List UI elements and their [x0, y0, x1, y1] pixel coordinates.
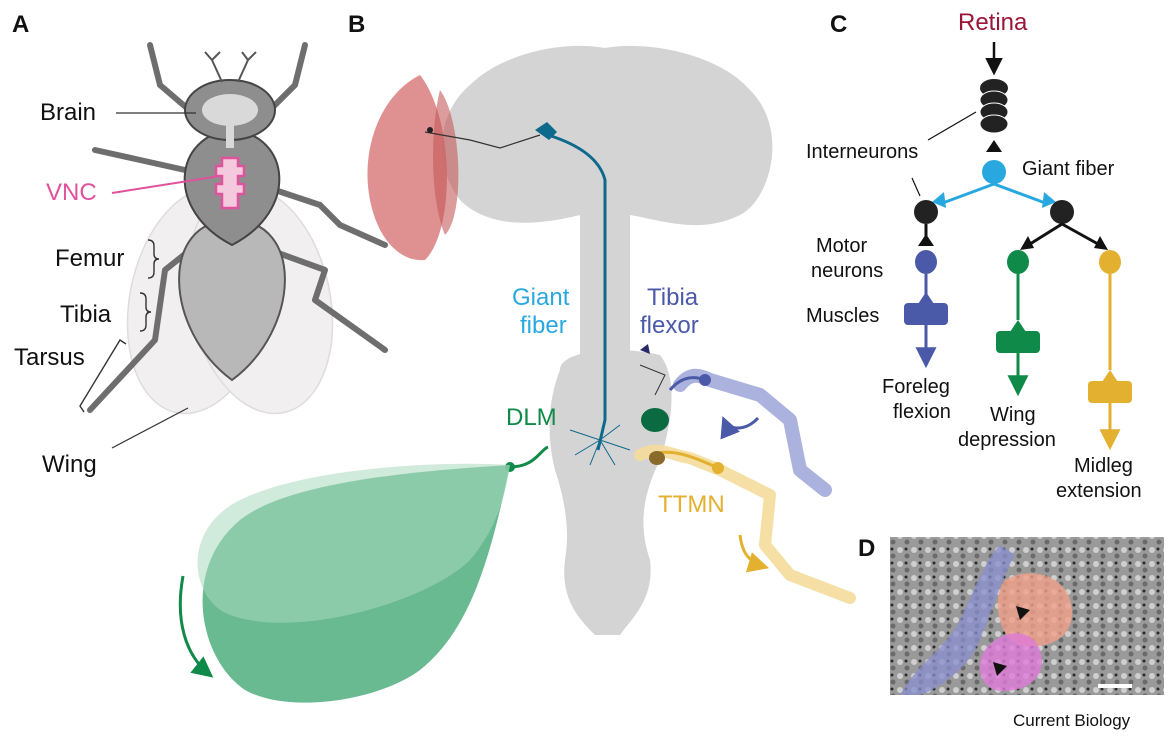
label-tibia: Tibia — [60, 301, 112, 328]
yellow-terminal — [1102, 370, 1118, 382]
label-vnc: VNC — [46, 179, 97, 206]
tibia-flexor-neuron — [639, 364, 666, 396]
interneuron-right-axons — [1029, 222, 1099, 246]
interneurons-leader — [927, 111, 977, 141]
gf-terminal-right — [1042, 192, 1056, 208]
label-motor-2: neurons — [811, 260, 883, 282]
interneuron-right-terminal-r — [1094, 236, 1108, 250]
label-dlm: DLM — [506, 404, 557, 431]
green-terminal — [1010, 320, 1026, 332]
label-giant-fiber-2: fiber — [520, 312, 567, 339]
em-blue-process — [900, 545, 1015, 695]
label-wing: Wing — [42, 451, 97, 478]
tibia-brace — [139, 292, 152, 332]
label-giant-fiber-1: Giant — [512, 284, 570, 311]
brain-outline — [441, 45, 773, 360]
interneuron-right-terminal-l — [1020, 236, 1034, 250]
brain-connective — [226, 118, 234, 148]
muscle-green — [996, 331, 1040, 353]
muscle-blue — [904, 303, 948, 325]
brain-shape — [202, 94, 258, 126]
label-tibia-flexor-2: flexor — [640, 312, 699, 339]
dlm-path — [509, 445, 549, 469]
label-midleg-1: Midleg — [1074, 455, 1133, 477]
muscle-yellow — [1088, 381, 1132, 403]
midleg-arrow — [738, 534, 770, 573]
giant-fiber-axon — [547, 133, 607, 451]
interneuron-leader-2 — [911, 177, 921, 197]
label-ttmn: TTMN — [658, 491, 725, 518]
blue-terminal — [918, 292, 934, 304]
ttmn-end — [712, 462, 724, 474]
label-interneurons: Interneurons — [806, 141, 918, 163]
label-wing-2: depression — [958, 429, 1056, 451]
femur-brace — [147, 239, 160, 279]
panel-a: A — [12, 11, 388, 478]
dlm-motor-cluster — [641, 408, 669, 432]
label-tibia-flexor-1: Tibia — [647, 284, 699, 311]
wing-arrow — [178, 575, 214, 678]
panel-b-letter: B — [348, 11, 365, 38]
motor-neuron-blue — [915, 250, 937, 274]
interneuron-right — [1050, 200, 1074, 224]
tarsus-brace — [79, 339, 127, 413]
em-magenta-process — [979, 633, 1042, 691]
ttmn-cluster — [649, 451, 665, 465]
vnc-leader — [111, 175, 221, 194]
motor-neuron-yellow — [1099, 250, 1121, 274]
wing-leader — [111, 407, 189, 449]
panel-a-letter: A — [12, 11, 29, 38]
panel-d: D — [858, 535, 1164, 695]
panel-d-letter: D — [858, 535, 875, 562]
eye-inner — [433, 90, 459, 235]
label-femur: Femur — [55, 245, 124, 272]
eye-shape — [367, 75, 447, 261]
foreleg-shape — [673, 368, 832, 497]
giant-fiber-arbor — [569, 424, 631, 466]
em-orange-process — [997, 573, 1073, 647]
label-giant-fiber: Giant fiber — [1022, 158, 1115, 180]
tibia-flexor-soma — [640, 344, 650, 354]
em-arrowhead-1 — [1016, 606, 1030, 620]
interneuron-soma — [427, 127, 433, 133]
label-tarsus: Tarsus — [14, 344, 85, 371]
fly-abdomen — [178, 218, 286, 382]
foreleg-arrow — [720, 416, 760, 440]
interneuron-left-terminal — [918, 234, 934, 246]
label-foreleg-1: Foreleg — [882, 376, 950, 398]
interneuron-stack — [979, 79, 1009, 152]
interneuron-path — [424, 131, 541, 149]
journal-label: Current Biology — [1013, 711, 1131, 730]
scale-bar — [1098, 684, 1132, 688]
label-brain: Brain — [40, 99, 96, 126]
label-foreleg-2: flexion — [893, 401, 951, 423]
label-midleg-2: extension — [1056, 480, 1142, 502]
midleg-shape — [634, 444, 856, 604]
panel-c-letter: C — [830, 11, 847, 38]
em-arrowhead-2 — [993, 662, 1007, 676]
giant-fiber-dendrite — [535, 122, 557, 140]
giant-fiber-branches — [939, 182, 1049, 206]
giant-fiber-node — [982, 160, 1006, 184]
panel-c: C Retina Interneurons Giant fiber — [806, 9, 1142, 502]
panel-b: B — [178, 11, 856, 703]
gf-terminal-left — [932, 192, 946, 208]
label-motor-1: Motor — [816, 235, 867, 257]
label-wing-1: Wing — [990, 404, 1036, 426]
tibia-flexor-end — [699, 374, 711, 386]
wing-up — [197, 463, 510, 623]
fly-legs — [87, 42, 388, 413]
interneuron-left — [914, 200, 938, 224]
vnc-outline — [549, 350, 672, 635]
label-muscles: Muscles — [806, 305, 879, 327]
fly-antennae — [204, 51, 257, 83]
motor-neuron-green — [1007, 250, 1029, 274]
label-retina: Retina — [958, 9, 1028, 36]
